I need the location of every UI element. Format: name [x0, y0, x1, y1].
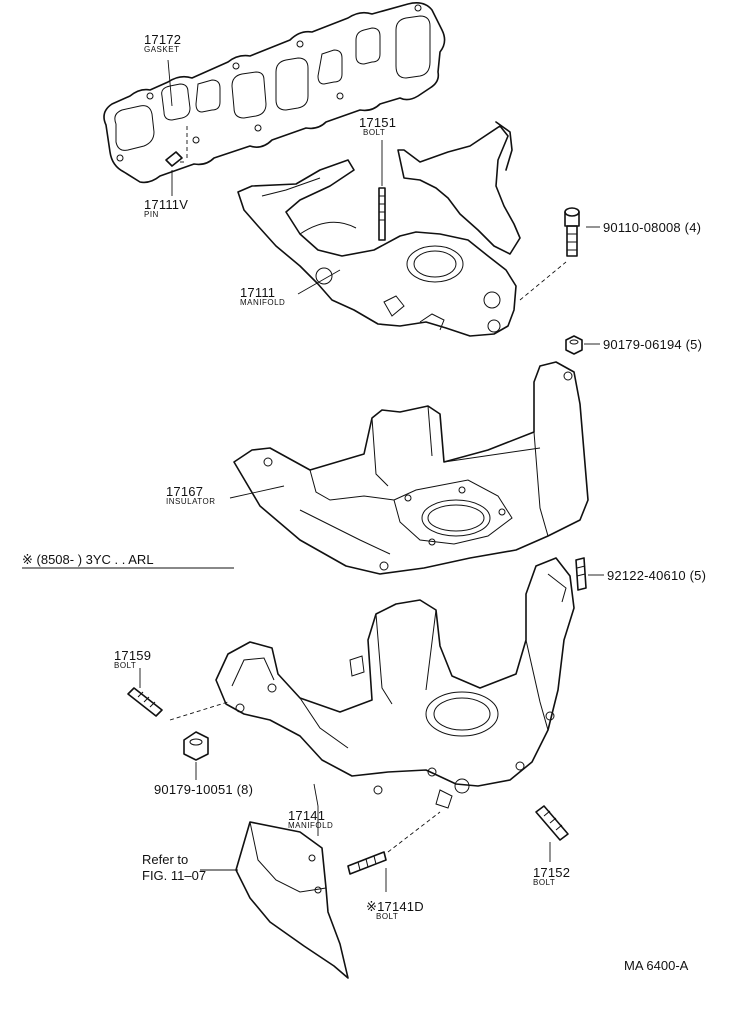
part-name: PIN	[144, 210, 159, 219]
part-90179-10051-label: 90179-10051 (8)	[154, 782, 254, 797]
part-17159-label: 17159 BOLT	[114, 649, 151, 670]
part-17141d-label: ※17141D BOLT	[366, 900, 424, 921]
part-92122-label: 92122-40610 (5)	[607, 568, 707, 583]
stud-17141d-guide-line	[387, 811, 441, 853]
part-17151-label: 17151 BOLT	[359, 116, 396, 137]
part-number: 17167	[166, 484, 204, 499]
stud-17152-drawing	[535, 805, 569, 841]
part-name: INSULATOR	[166, 497, 216, 506]
gasket-17172-drawing	[103, 2, 446, 184]
bolt-90110-guide-line	[519, 261, 567, 301]
insulator-17167-drawing	[233, 361, 589, 575]
applicability-note: ※ (8508- ) 3YC . . ARL	[22, 552, 154, 567]
part-number: 17111V	[144, 197, 189, 212]
nut-90179-10051-drawing	[183, 731, 209, 761]
refer-note: Refer to FIG. 11–07	[142, 853, 206, 882]
part-90110-label: 90110-08008 (4)	[603, 220, 702, 235]
part-name: MANIFOLD	[240, 298, 286, 307]
part-number: 17141	[288, 808, 326, 823]
part-number: 17172	[144, 32, 182, 47]
part-17111-label: 17111 MANIFOLD	[240, 286, 285, 307]
heat-shield-drawing	[235, 821, 349, 979]
refer-line-2: FIG. 11–07	[142, 868, 207, 883]
part-number: 17151	[359, 115, 397, 130]
part-number: ※17141D	[366, 899, 424, 914]
part-name: BOLT	[376, 912, 399, 921]
part-name: MANIFOLD	[288, 821, 334, 830]
part-17141-label: 17141 MANIFOLD	[288, 809, 333, 830]
figure-code: MA 6400-A	[624, 958, 689, 973]
part-name: BOLT	[114, 661, 137, 670]
leader-lines	[22, 59, 604, 892]
part-17152-label: 17152 BOLT	[533, 866, 570, 887]
stud-17141d-drawing	[347, 851, 387, 875]
stud-17159-guide-line	[169, 701, 229, 721]
stud-17151-drawing	[378, 187, 386, 241]
stud-92122-drawing	[575, 557, 587, 591]
nut-90179-06194-drawing	[565, 335, 583, 355]
stud-17159-drawing	[127, 687, 163, 717]
part-name: BOLT	[533, 878, 556, 887]
refer-line-1: Refer to	[142, 852, 189, 867]
bolt-90110-drawing	[564, 207, 580, 257]
part-number: 17111	[240, 285, 276, 300]
part-17167-label: 17167 INSULATOR	[166, 485, 216, 506]
part-name: BOLT	[363, 128, 386, 137]
part-number: 17152	[533, 865, 571, 880]
part-name: GASKET	[144, 45, 180, 54]
part-number: 17159	[114, 648, 152, 663]
manifold-17141-drawing	[215, 557, 575, 809]
part-90179-06194-label: 90179-06194 (5)	[603, 337, 703, 352]
part-17111v-label: 17111V PIN	[144, 198, 188, 219]
manifold-17111-drawing	[237, 121, 521, 337]
part-17172-label: 17172 GASKET	[144, 33, 181, 54]
pin-17111v-drawing	[165, 151, 186, 167]
